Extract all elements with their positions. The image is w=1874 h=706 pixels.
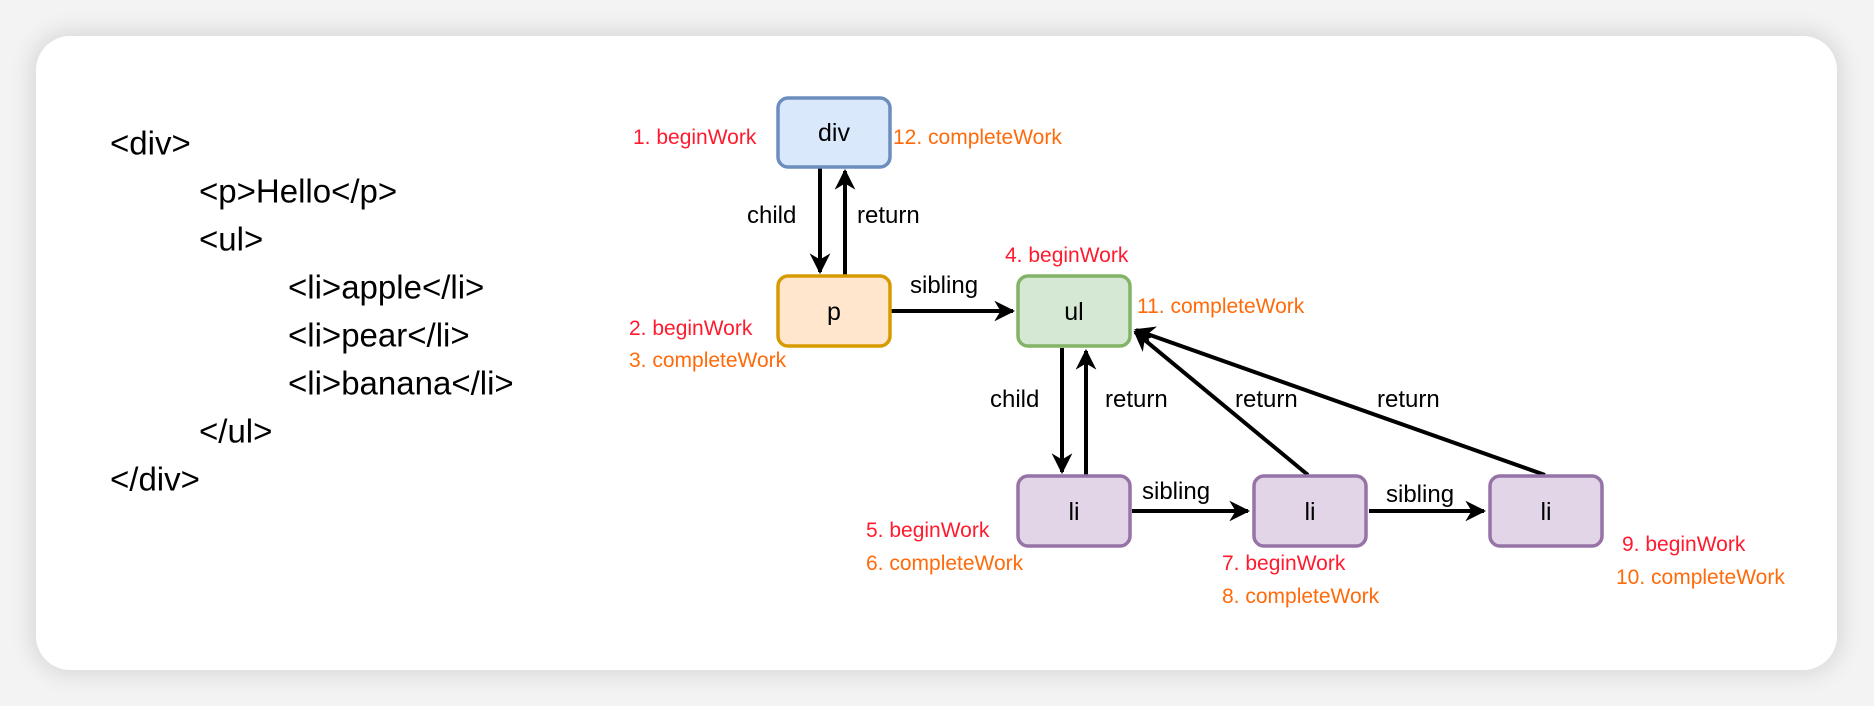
node-li-1: li [1016, 474, 1132, 548]
step-labels: 1. beginWork 2. beginWork 3. completeWor… [629, 126, 1785, 608]
code-line-p: <p>Hello</p> [199, 172, 398, 210]
figure-card [36, 36, 1837, 670]
edge-label-return: return [1377, 386, 1440, 413]
node-label: li [1540, 498, 1551, 526]
edge-label-child: child [990, 386, 1039, 413]
step-label-1: 1. beginWork [633, 126, 757, 149]
edge-li3-return-ul [1134, 326, 1546, 477]
node-label: li [1068, 498, 1079, 526]
edge-label-return: return [857, 202, 920, 229]
node-label: ul [1064, 298, 1083, 326]
step-label-4: 4. beginWork [1005, 244, 1129, 267]
edge-label-return: return [1235, 386, 1298, 413]
node-box [1488, 474, 1604, 548]
code-line-ul-open: <ul> [199, 220, 264, 258]
node-label: div [818, 119, 850, 147]
node-div: div [776, 96, 892, 169]
edge-label-child: child [747, 202, 796, 229]
node-p: p [776, 274, 892, 348]
node-label: li [1304, 498, 1315, 526]
code-line-ul-close: </ul> [199, 412, 273, 450]
edge-labels: child return sibling child return siblin… [747, 202, 1454, 508]
edge-label-sibling: sibling [1386, 481, 1454, 508]
step-label-11: 11. completeWork [1137, 295, 1305, 318]
code-line-div-open: <div> [110, 124, 191, 162]
step-label-2: 2. beginWork [629, 317, 753, 340]
code-line-div-close: </div> [110, 460, 200, 498]
node-box [1016, 274, 1132, 348]
node-box [1016, 474, 1132, 548]
edge-label-return: return [1105, 386, 1168, 413]
step-label-6: 6. completeWork [866, 552, 1024, 575]
node-box [776, 274, 892, 348]
step-label-9: 9. beginWork [1622, 533, 1746, 556]
step-label-7: 7. beginWork [1222, 552, 1346, 575]
node-box [776, 96, 892, 169]
edge-label-sibling: sibling [910, 272, 978, 299]
node-li-2: li [1252, 474, 1368, 548]
node-ul: ul [1016, 274, 1132, 348]
node-li-3: li [1488, 474, 1604, 548]
edge-label-sibling: sibling [1142, 478, 1210, 505]
node-box [1252, 474, 1368, 548]
step-label-3: 3. completeWork [629, 349, 787, 372]
node-label: p [827, 298, 841, 326]
step-label-8: 8. completeWork [1222, 585, 1380, 608]
code-line-li-apple: <li>apple</li> [288, 268, 485, 306]
step-label-10: 10. completeWork [1616, 566, 1785, 589]
step-label-5: 5. beginWork [866, 519, 990, 542]
code-line-li-pear: <li>pear</li> [288, 316, 470, 354]
edge-li2-return-ul [1133, 330, 1310, 477]
step-label-12: 12. completeWork [893, 126, 1062, 149]
code-line-li-banana: <li>banana</li> [288, 364, 514, 402]
edges [809, 168, 1546, 522]
